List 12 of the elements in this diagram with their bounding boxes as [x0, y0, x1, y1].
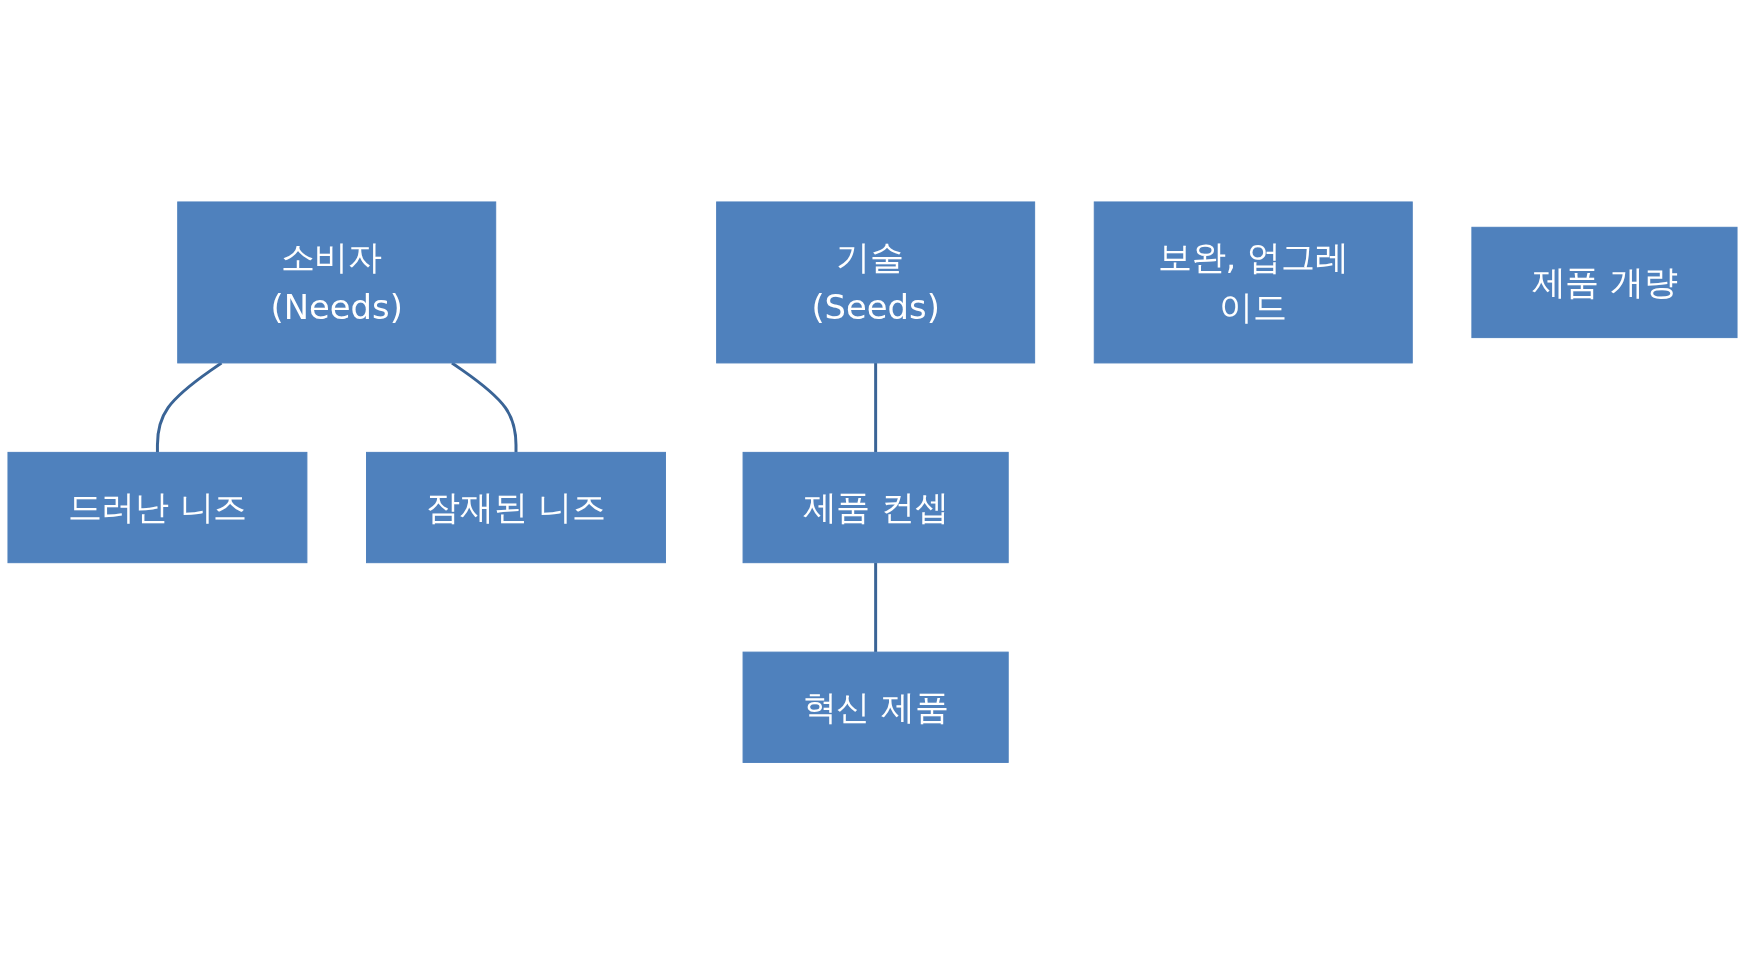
node-box: 잠재된 니즈: [366, 451, 666, 563]
connector: [874, 562, 878, 652]
connector: [451, 361, 518, 453]
node-box: 혁신 제품: [742, 651, 1009, 763]
connector: [874, 362, 878, 453]
node-box: 기술 (Seeds): [716, 201, 1036, 364]
connector: [155, 361, 223, 453]
node-box: 제품 컨셉: [742, 451, 1009, 563]
node-box: 보완, 업그레이드: [1093, 201, 1413, 364]
node-box: 제품 개량: [1471, 226, 1738, 338]
node-box: 소비자 (Needs): [177, 201, 497, 364]
node-box: 드러난 니즈: [7, 451, 308, 563]
